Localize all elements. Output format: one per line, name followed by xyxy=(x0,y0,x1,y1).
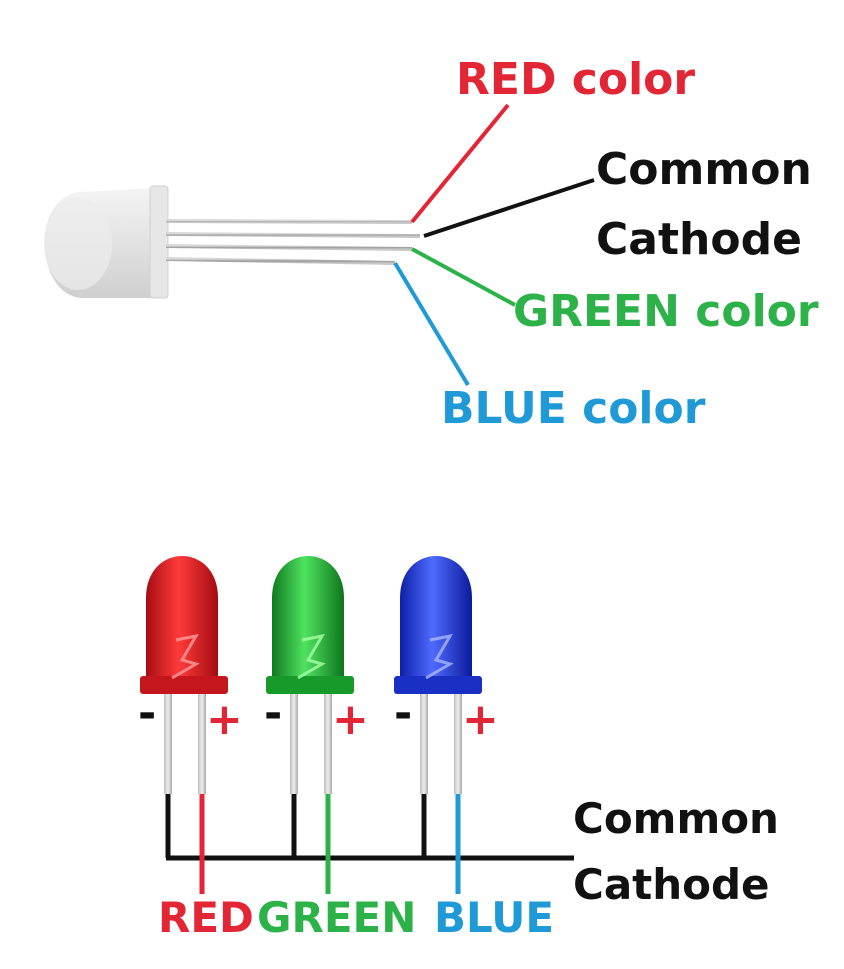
common-cathode-label-line2: Cathode xyxy=(596,214,802,265)
green-led xyxy=(266,556,354,794)
red-led-plus-sign: + xyxy=(206,694,243,745)
blue-led-minus-sign: - xyxy=(394,688,413,739)
green-led-minus-sign: - xyxy=(264,688,283,739)
red-led xyxy=(140,556,228,794)
blue-led-plus-sign: + xyxy=(462,694,499,745)
green-leader-line xyxy=(411,247,516,307)
green-led-plus-sign: + xyxy=(332,694,369,745)
cathode-leader-line xyxy=(423,178,595,238)
red-leader-line xyxy=(410,103,510,224)
common-cathode-label-line1: Common xyxy=(596,144,812,195)
red-color-label: RED color xyxy=(456,54,696,105)
bottom-common-cathode-line2: Cathode xyxy=(573,860,770,909)
red-led-minus-sign: - xyxy=(138,688,157,739)
top-led-legs xyxy=(165,219,421,265)
bottom-red-label: RED xyxy=(158,893,254,942)
common-cathode-wiring xyxy=(165,794,574,861)
bottom-blue-label: BLUE xyxy=(434,893,555,942)
green-color-label: GREEN color xyxy=(513,286,819,337)
top-led-body xyxy=(44,185,169,299)
blue-leader-line xyxy=(393,261,470,387)
bottom-common-cathode-line1: Common xyxy=(573,794,779,843)
blue-color-label: BLUE color xyxy=(441,383,706,434)
blue-led xyxy=(394,556,482,794)
bottom-green-label: GREEN xyxy=(257,893,417,942)
